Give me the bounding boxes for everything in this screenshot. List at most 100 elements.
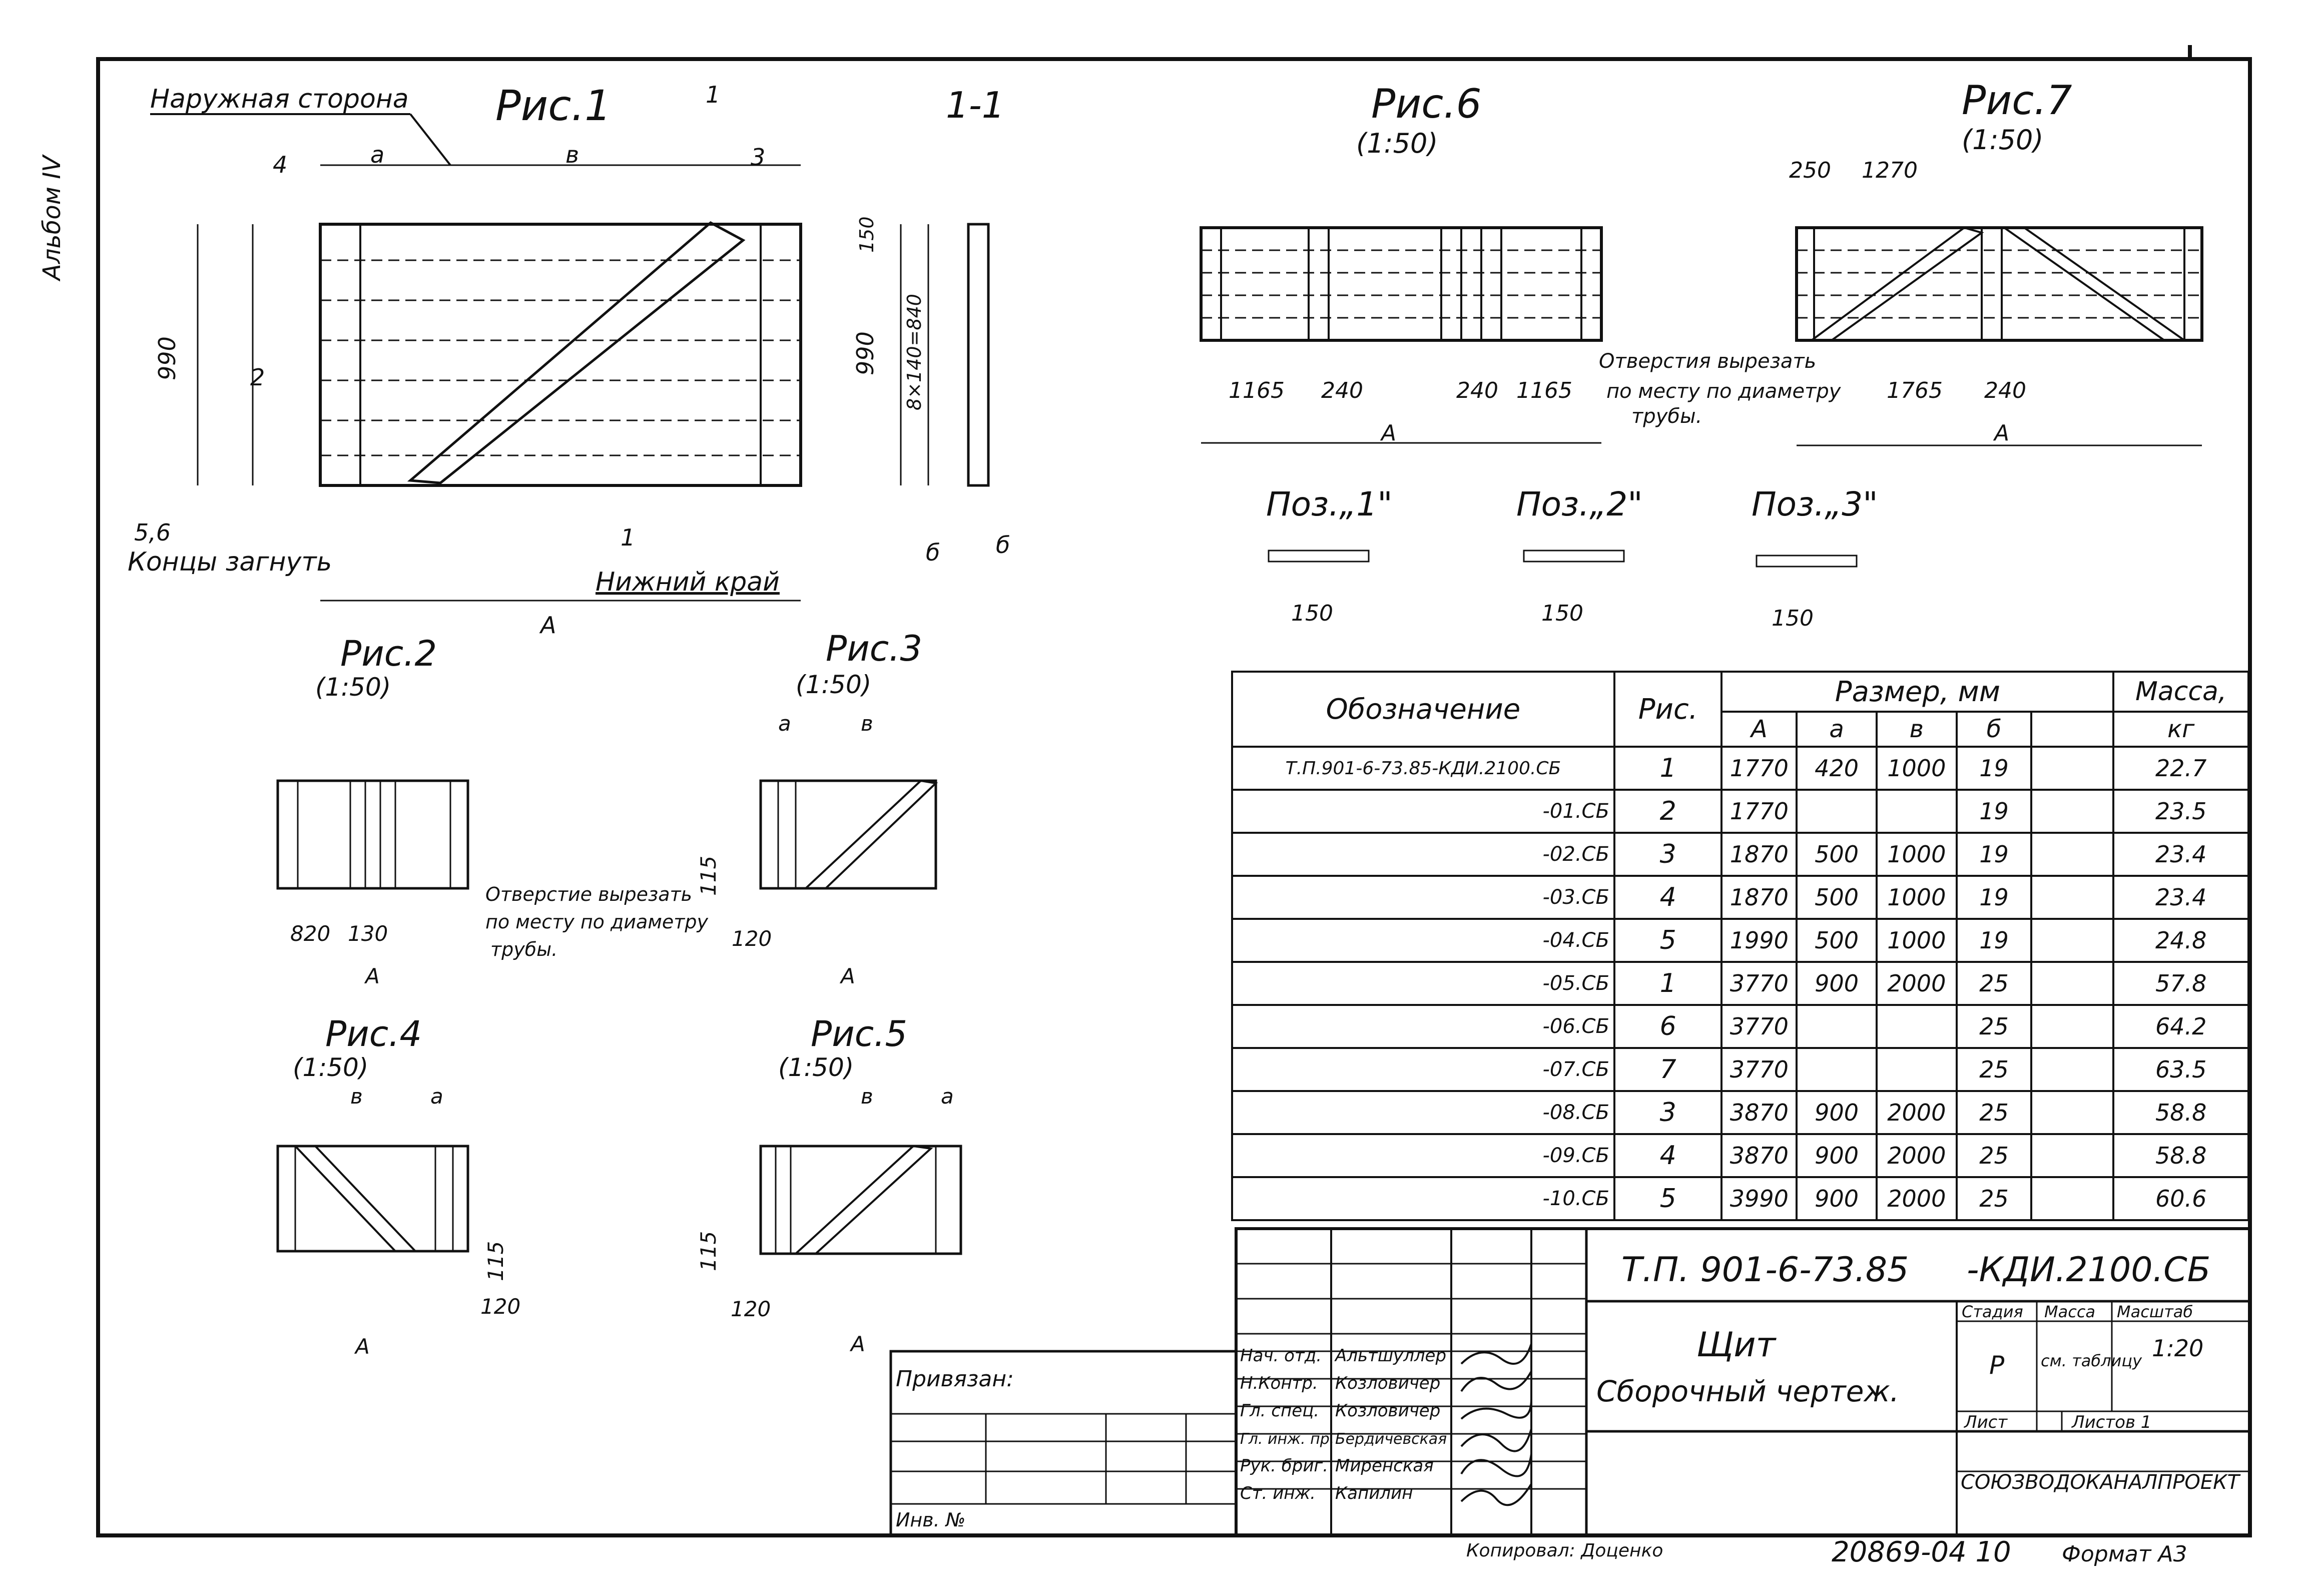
fig4-dim: 115 [483,1241,508,1281]
col-a: а [1796,711,1878,748]
fig1-title: Рис.1 [495,81,612,130]
fig-cell: 5 [1613,918,1723,963]
size-A-cell: 1870 [1720,875,1798,920]
designation-cell: -02.СБ [1231,832,1615,877]
fig5-title: Рис.5 [811,1013,907,1054]
fig-cell: 6 [1613,1004,1723,1049]
size-a-cell: 900 [1796,961,1878,1006]
mass-cell: 64.2 [2112,1004,2249,1049]
fig3-dim: А [839,964,855,988]
fig3-dim: 115 [696,856,721,896]
signatures [1460,1343,1532,1506]
header-fig: Рис. [1613,671,1723,748]
size-v-cell: 1000 [1875,875,1958,920]
fig6-note: трубы. [1631,405,1702,428]
size-b-cell: 19 [1955,746,2033,791]
fig5-dim: 120 [731,1297,771,1321]
fig6-title: Рис.6 [1371,81,1482,127]
fig3-dim: 120 [732,926,772,951]
fig5: Рис.5 (1:50) в а 115 120 А [696,1013,962,1356]
tb-sheets-h: Листов 1 [2071,1412,2151,1432]
header-size: Размер, мм [1720,671,2115,713]
tb-name: Щит [1696,1325,1777,1365]
size-v-cell [1875,1047,1958,1092]
size-b-cell: 25 [1955,961,2033,1006]
svg-text:1: 1 [621,524,635,551]
svg-text:а: а [370,141,384,168]
mass-cell: 57.8 [2112,961,2249,1006]
size-v-cell: 2000 [1875,1133,1958,1178]
mass-cell: 24.8 [2112,918,2249,963]
tb-subname: Сборочный чертеж. [1596,1374,1899,1408]
size-v-cell [1875,1004,1958,1049]
blank-cell [2030,1133,2115,1178]
designation-cell: -03.СБ [1231,875,1615,920]
blank-cell [2030,1004,2115,1049]
fig2-note: по месту по диаметру [485,911,709,933]
fig1-labels: 1 2 3 4 5,6 1 990 990 8×140=840 150 а в … [134,81,1010,639]
fig7-title: Рис.7 [1962,77,2072,124]
blank-cell [2030,961,2115,1006]
fig2-scale: (1:50) [315,673,391,702]
staff-name: Альтшуллер [1334,1346,1446,1366]
size-b-cell: 25 [1955,1004,2033,1049]
designation-cell: -10.СБ [1231,1176,1615,1221]
fig3: Рис.3 (1:50) а в 115 120 А [696,628,938,988]
mass-cell: 58.8 [2112,1090,2249,1135]
fig5-scale: (1:50) [778,1053,854,1082]
fig6: Рис.6 (1:50) 1165 240 240 1165 А Отверст… [1200,81,1842,446]
mass-cell: 60.6 [2112,1176,2249,1221]
blank-cell [2030,746,2115,791]
staff-role: Рук. бриг. [1240,1456,1328,1476]
fig6-dim: 240 [1321,378,1363,403]
size-a-cell: 900 [1796,1133,1878,1178]
designation-cell: -05.СБ [1231,961,1615,1006]
tb-inv: Инв. № [896,1509,965,1531]
footer-copied: Копировал: Доценко [1466,1540,1663,1561]
footer-format: Формат А3 [2062,1541,2187,1567]
tb-code-left: Т.П. 901-6-73.85 [1621,1250,1909,1290]
fig4: Рис.4 (1:50) в а 115 120 А [276,1013,520,1359]
fig4-title: Рис.4 [325,1013,422,1054]
mass-cell: 63.5 [2112,1047,2249,1092]
size-v-cell: 1000 [1875,832,1958,877]
fig6-dim: А [1380,420,1396,446]
fig2-note: трубы. [490,938,557,960]
svg-text:Поз.„2": Поз.„2" [1516,485,1643,523]
size-a-cell: 900 [1796,1090,1878,1135]
designation-cell: -01.СБ [1231,789,1615,834]
svg-text:150: 150 [1541,601,1583,626]
album-label: Альбом IV [38,154,66,282]
fig5-dim: А [849,1332,865,1356]
col-empty [2030,711,2115,748]
fig-cell: 3 [1613,1090,1723,1135]
tb-mass: см. таблицу [2041,1351,2142,1370]
size-A-cell: 3990 [1720,1176,1798,1221]
size-a-cell [1796,1047,1878,1092]
blank-cell [2030,1047,2115,1092]
tb-bound: Привязан: [896,1366,1014,1392]
size-a-cell: 420 [1796,746,1878,791]
designation-cell: -04.СБ [1231,918,1615,963]
size-A-cell: 3870 [1720,1133,1798,1178]
fig6-note: Отверстия вырезать [1599,350,1816,373]
size-v-cell: 2000 [1875,1176,1958,1221]
mass-cell: 22.7 [2112,746,2249,791]
fig7-scale: (1:50) [1962,124,2043,156]
fig4-scale: (1:50) [293,1053,368,1082]
svg-text:990: 990 [154,336,181,380]
fig3-dim: в [861,711,873,736]
size-b-cell: 25 [1955,1133,2033,1178]
header-mass: Масса, [2112,671,2249,713]
header-mass-unit: кг [2112,711,2249,748]
col-b: б [1955,711,2033,748]
fig7: Рис.7 (1:50) 250 1270 1765 240 А [1789,77,2203,446]
size-A-cell: 3770 [1720,961,1798,1006]
fig7-dim: 1765 [1887,378,1943,403]
